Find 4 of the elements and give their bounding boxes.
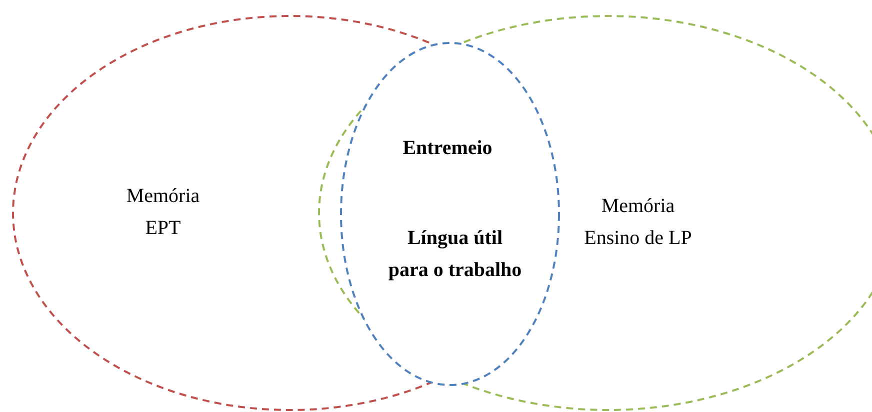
ellipse-heading: Entremeio bbox=[402, 136, 494, 161]
ellipse-label: Memória Ensino de LP bbox=[583, 194, 693, 251]
ellipse-heading: Língua útil para o trabalho bbox=[387, 226, 523, 283]
ellipse-label: Memória EPT bbox=[125, 184, 201, 241]
